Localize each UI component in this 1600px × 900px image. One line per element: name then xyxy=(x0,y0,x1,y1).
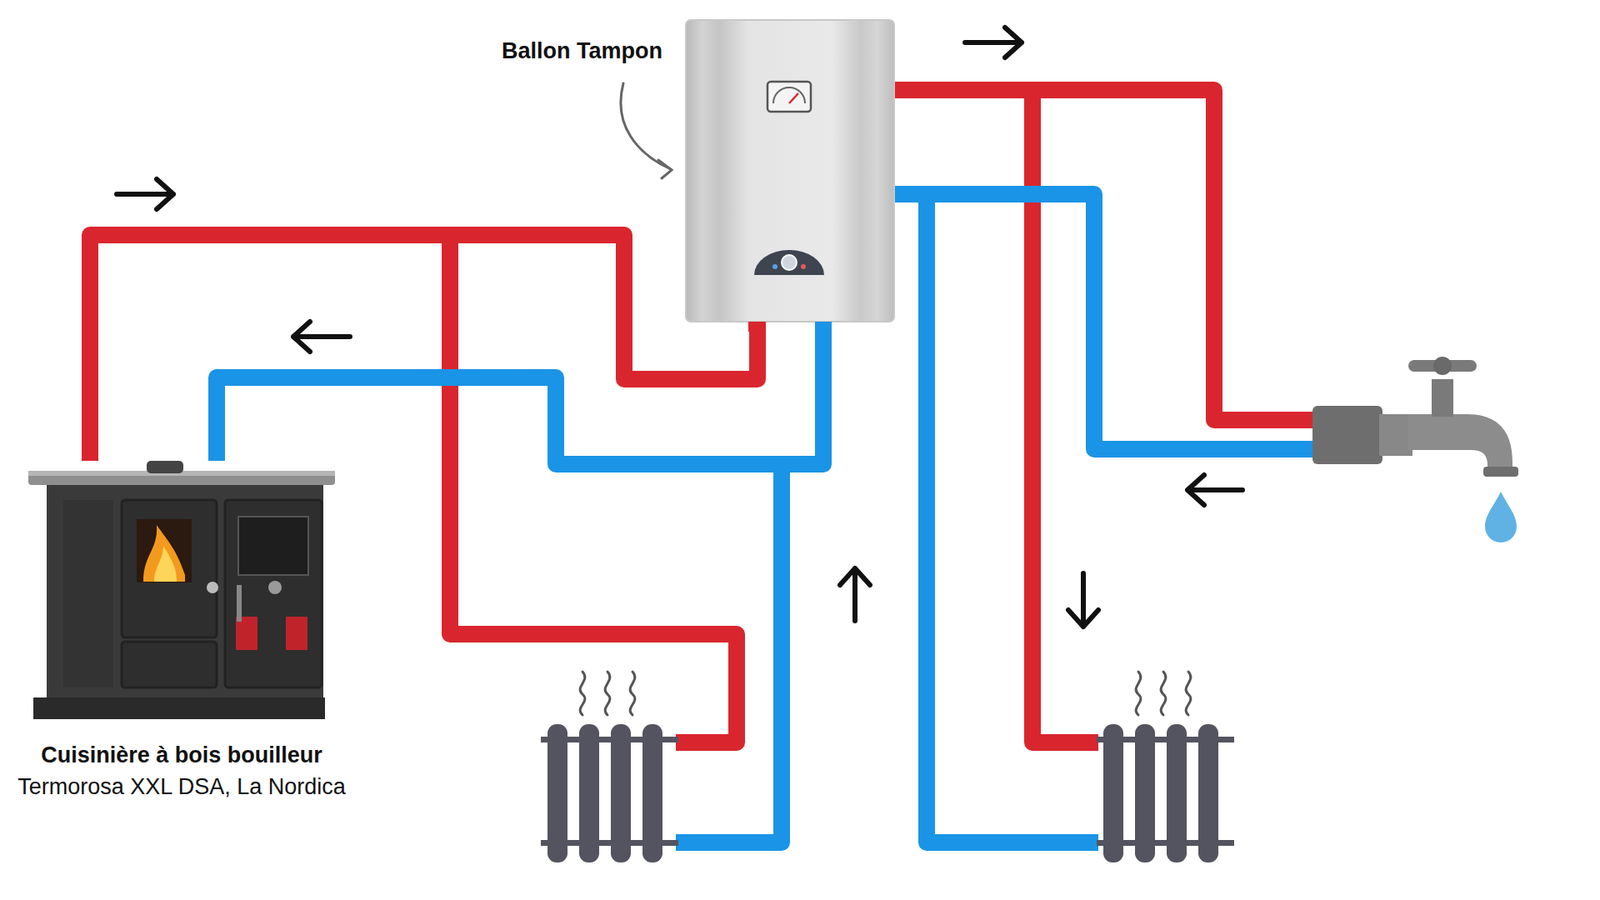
drawing-polyline xyxy=(90,235,758,461)
drawing-rect xyxy=(1483,466,1519,477)
radiator xyxy=(540,724,679,863)
drawing-path xyxy=(580,671,585,715)
drawing-path xyxy=(154,545,177,582)
stove-node: Cuisinière à bois bouilleurTermorosa XXL… xyxy=(28,460,335,720)
drawing-polyline xyxy=(894,194,1321,450)
drawing-polyline xyxy=(926,194,1099,843)
drawing-path xyxy=(1135,671,1141,715)
drawing-rect xyxy=(146,460,184,474)
drawing-polyline xyxy=(216,321,824,465)
drawing-path xyxy=(143,525,185,582)
drawing-rect xyxy=(767,81,811,112)
drawing-path xyxy=(840,568,870,621)
drawing-path xyxy=(293,321,350,352)
drawing-path xyxy=(773,87,805,104)
water-tap xyxy=(1312,356,1519,543)
drawing-circle xyxy=(206,581,219,594)
leader-arrow xyxy=(620,83,672,179)
wood-stove xyxy=(28,460,335,720)
drawing-circle xyxy=(781,255,797,270)
drawing-rect xyxy=(46,485,324,698)
drawing-circle xyxy=(800,264,806,270)
drawing-rect xyxy=(1096,840,1235,846)
drawing-path xyxy=(754,250,825,275)
drawing-path xyxy=(1408,414,1513,474)
heat-waves xyxy=(580,671,1191,715)
drawing-path xyxy=(630,671,635,715)
stove-title: Cuisinière à bois bouilleur xyxy=(40,740,323,770)
flow-arrow xyxy=(840,27,1243,627)
drawing-path xyxy=(605,671,610,715)
pipe-connector xyxy=(90,179,758,461)
radiator xyxy=(1096,724,1235,863)
drawing-rect xyxy=(685,20,895,322)
drawing-rect xyxy=(540,736,679,743)
drawing-rect xyxy=(121,641,217,688)
drawing-path xyxy=(1068,573,1099,627)
drawing-circle xyxy=(1433,356,1452,375)
drawing-rect xyxy=(63,500,114,688)
drawing-rect xyxy=(236,585,242,622)
buffer-tank xyxy=(685,20,895,332)
drawing-line xyxy=(789,93,799,104)
drawing-circle xyxy=(772,264,778,270)
drawing-polyline xyxy=(675,464,782,843)
drawing-rect xyxy=(1096,736,1235,743)
drawing-rect xyxy=(1379,414,1413,456)
drawing-rect xyxy=(225,500,322,688)
tank-label: Ballon Tampon xyxy=(501,36,663,65)
drawing-path xyxy=(965,27,1022,58)
drawing-path xyxy=(116,179,174,210)
tank-node: Ballon Tampon xyxy=(685,20,895,322)
drawing-path xyxy=(658,160,672,179)
pipe-connector xyxy=(216,321,824,465)
drawing-path xyxy=(1160,671,1166,715)
drawing-rect xyxy=(33,697,325,720)
drawing-path xyxy=(1187,475,1243,505)
drawing-rect xyxy=(540,840,679,846)
stove-model: Termorosa XXL DSA, La Nordica xyxy=(17,772,346,801)
drawing-path xyxy=(620,83,671,170)
drawing-rect xyxy=(1431,379,1454,417)
drawing-rect xyxy=(121,500,217,638)
drawing-circle xyxy=(268,580,282,595)
drawing-rect xyxy=(238,516,309,575)
drawing-polyline xyxy=(894,90,1321,420)
drawing-rect xyxy=(136,519,192,583)
drawing-rect xyxy=(1312,405,1383,465)
drawing-path xyxy=(1485,491,1517,543)
drawing-path xyxy=(1185,671,1191,715)
drawing-rect xyxy=(285,616,308,650)
